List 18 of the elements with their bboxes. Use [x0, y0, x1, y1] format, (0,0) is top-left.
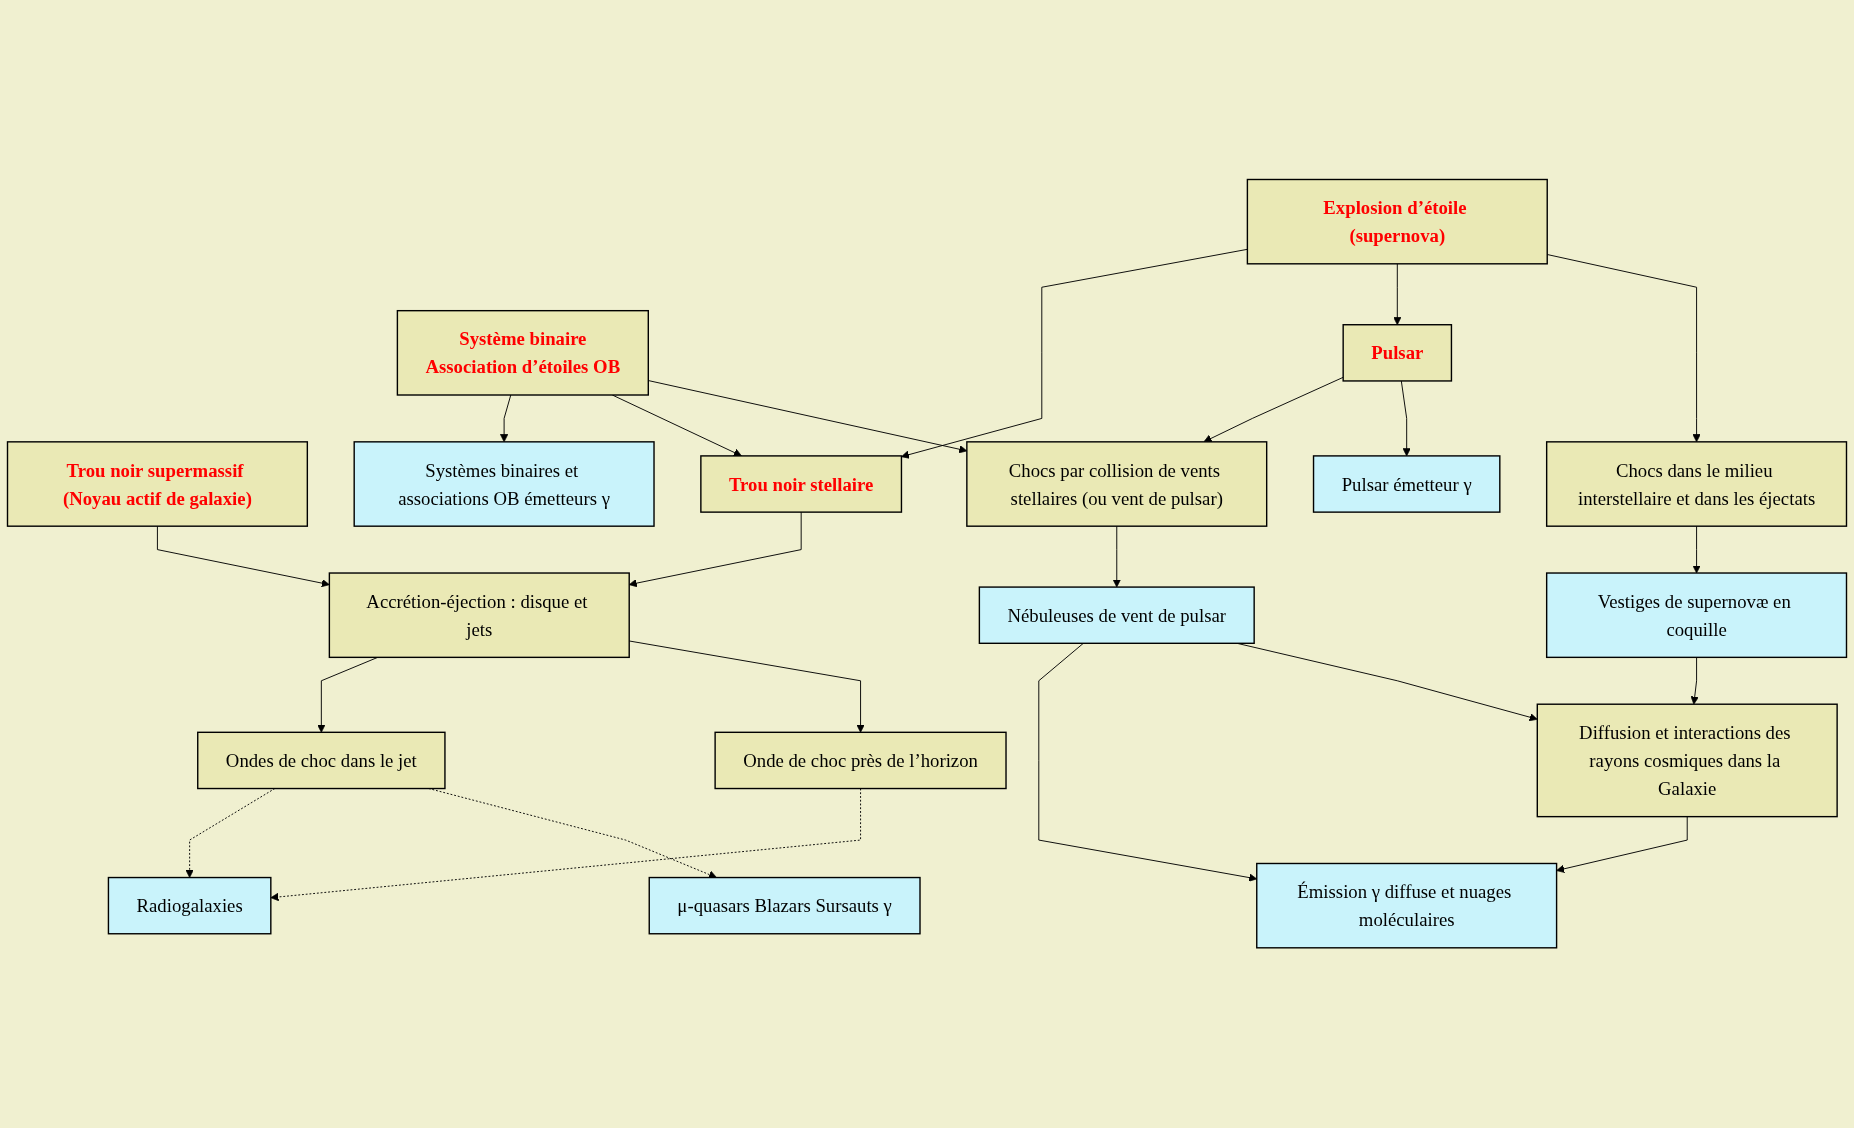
node-box: Accrétion-éjection : disque et jets — [328, 572, 630, 659]
node-box: Nébuleuses de vent de pulsar — [978, 586, 1255, 645]
node-box: Systèmes binaires et associations OB émetteurs γ — [353, 441, 655, 528]
node-box: Trou noir supermassif (Noyau actif de galaxie) — [6, 441, 309, 528]
node-box: Système binaire Association d’étoiles OB — [396, 310, 649, 397]
node-box: Trou noir stellaire — [700, 455, 903, 514]
node-box: Chocs par collision de vents stellaires (ou vent de pulsar) — [966, 441, 1268, 528]
node-box: Vestiges de supernovæ en coquille — [1545, 572, 1848, 659]
node-box: Ondes de choc dans le jet — [197, 731, 446, 790]
node-box: Pulsar — [1342, 324, 1453, 382]
node-box: Chocs dans le milieu interstellaire et dans les éjectats — [1545, 441, 1848, 528]
node-box: μ-quasars Blazars Sursauts γ — [648, 877, 921, 935]
node-box: Émission γ diffuse et nuages moléculaires — [1256, 863, 1558, 949]
node-box: Pulsar émetteur γ — [1312, 455, 1501, 514]
node-box: Onde de choc près de l’horizon — [714, 731, 1007, 790]
node-box: Radiogalaxies — [107, 877, 272, 935]
node-box: Diffusion et interactions des rayons cosmiques dans la Galaxie — [1536, 703, 1838, 818]
node-box: Explosion d’étoile (supernova) — [1246, 179, 1548, 265]
